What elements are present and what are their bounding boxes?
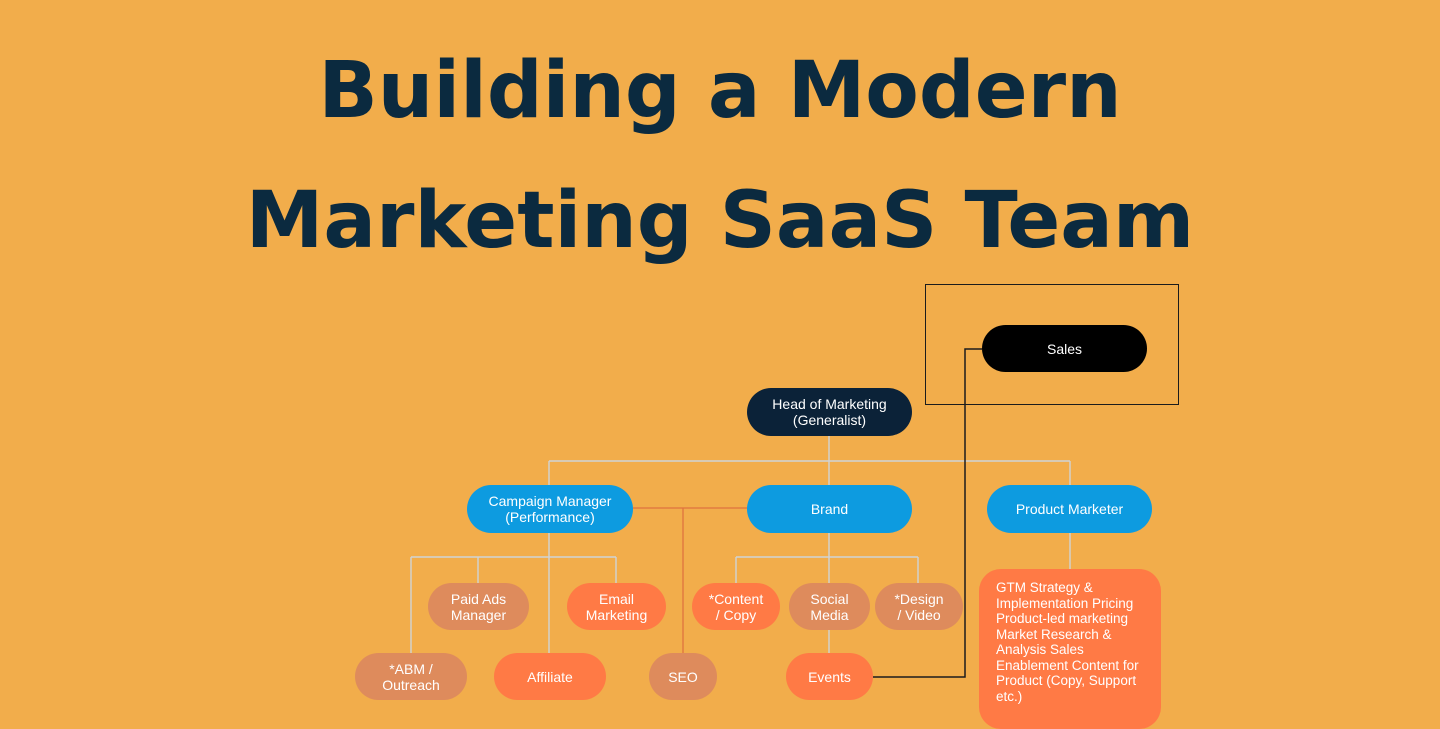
node-sales: Sales bbox=[982, 325, 1147, 372]
node-events: Events bbox=[786, 653, 873, 700]
node-seo: SEO bbox=[649, 653, 717, 700]
title-line-1: Building a Modern bbox=[318, 46, 1122, 136]
connector-events-to-sales bbox=[873, 348, 982, 678]
node-campaign-manager: Campaign Manager (Performance) bbox=[467, 485, 633, 533]
node-content-copy: *Content / Copy bbox=[692, 583, 780, 630]
node-social-media: Social Media bbox=[789, 583, 870, 630]
title-line-2: Marketing SaaS Team bbox=[245, 176, 1195, 266]
node-email-marketing: Email Marketing bbox=[567, 583, 666, 630]
node-abm-outreach: *ABM / Outreach bbox=[355, 653, 467, 700]
sales-highlight-box bbox=[925, 284, 1179, 405]
node-gtm-responsibilities: GTM Strategy & Implementation Pricing Pr… bbox=[979, 569, 1161, 729]
node-design-video: *Design / Video bbox=[875, 583, 963, 630]
node-head-of-marketing: Head of Marketing (Generalist) bbox=[747, 388, 912, 436]
node-brand: Brand bbox=[747, 485, 912, 533]
node-affiliate: Affiliate bbox=[494, 653, 606, 700]
node-paid-ads-manager: Paid Ads Manager bbox=[428, 583, 529, 630]
node-product-marketer: Product Marketer bbox=[987, 485, 1152, 533]
